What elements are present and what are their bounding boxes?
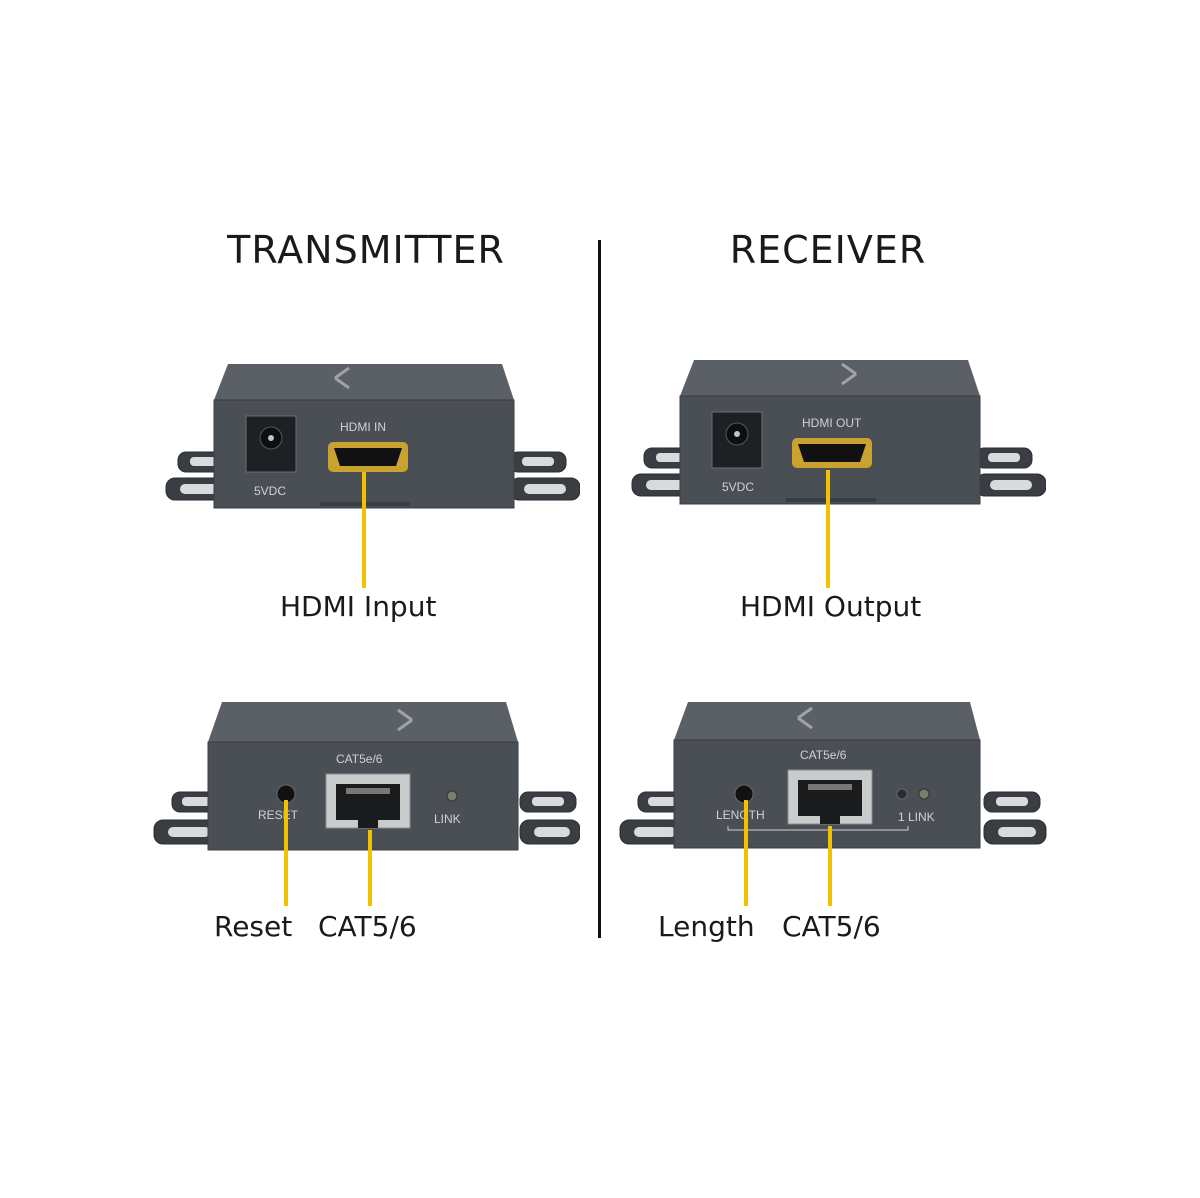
receiver-hdmi-port-label: HDMI OUT	[802, 416, 862, 430]
transmitter-cat-port-label: CAT5e/6	[336, 752, 383, 766]
center-divider	[598, 240, 601, 938]
receiver-link-led-label: 1 LINK	[898, 810, 935, 824]
transmitter-hdmi-port-label: HDMI IN	[340, 420, 386, 434]
length-callout-line	[744, 800, 748, 906]
transmitter-cat-callout-line	[368, 830, 372, 906]
receiver-heading: RECEIVER	[729, 228, 927, 272]
length-button-label: LENGTH	[716, 808, 765, 822]
receiver-back-unit	[619, 702, 1047, 849]
reset-button-label: RESET	[258, 808, 299, 822]
length-callout: Length	[658, 910, 755, 943]
receiver-power-label: 5VDC	[722, 480, 755, 494]
hdmi-output-callout: HDMI Output	[740, 590, 922, 623]
receiver-front-unit	[631, 360, 1046, 505]
transmitter-heading: TRANSMITTER	[227, 228, 505, 272]
receiver-cat-callout-line	[828, 826, 832, 906]
transmitter-link-led-label: LINK	[434, 812, 461, 826]
transmitter-cat-callout: CAT5/6	[318, 910, 417, 943]
reset-callout-line	[284, 800, 288, 906]
transmitter-power-label: 5VDC	[254, 484, 287, 498]
hdmi-input-callout-line	[362, 472, 366, 588]
reset-callout: Reset	[214, 910, 293, 943]
receiver-cat-callout: CAT5/6	[782, 910, 881, 943]
hdmi-output-callout-line	[826, 470, 830, 588]
transmitter-back-unit	[153, 702, 580, 851]
receiver-cat-port-label: CAT5e/6	[800, 748, 847, 762]
transmitter-front-unit	[165, 364, 580, 509]
hdmi-input-callout: HDMI Input	[280, 590, 437, 623]
